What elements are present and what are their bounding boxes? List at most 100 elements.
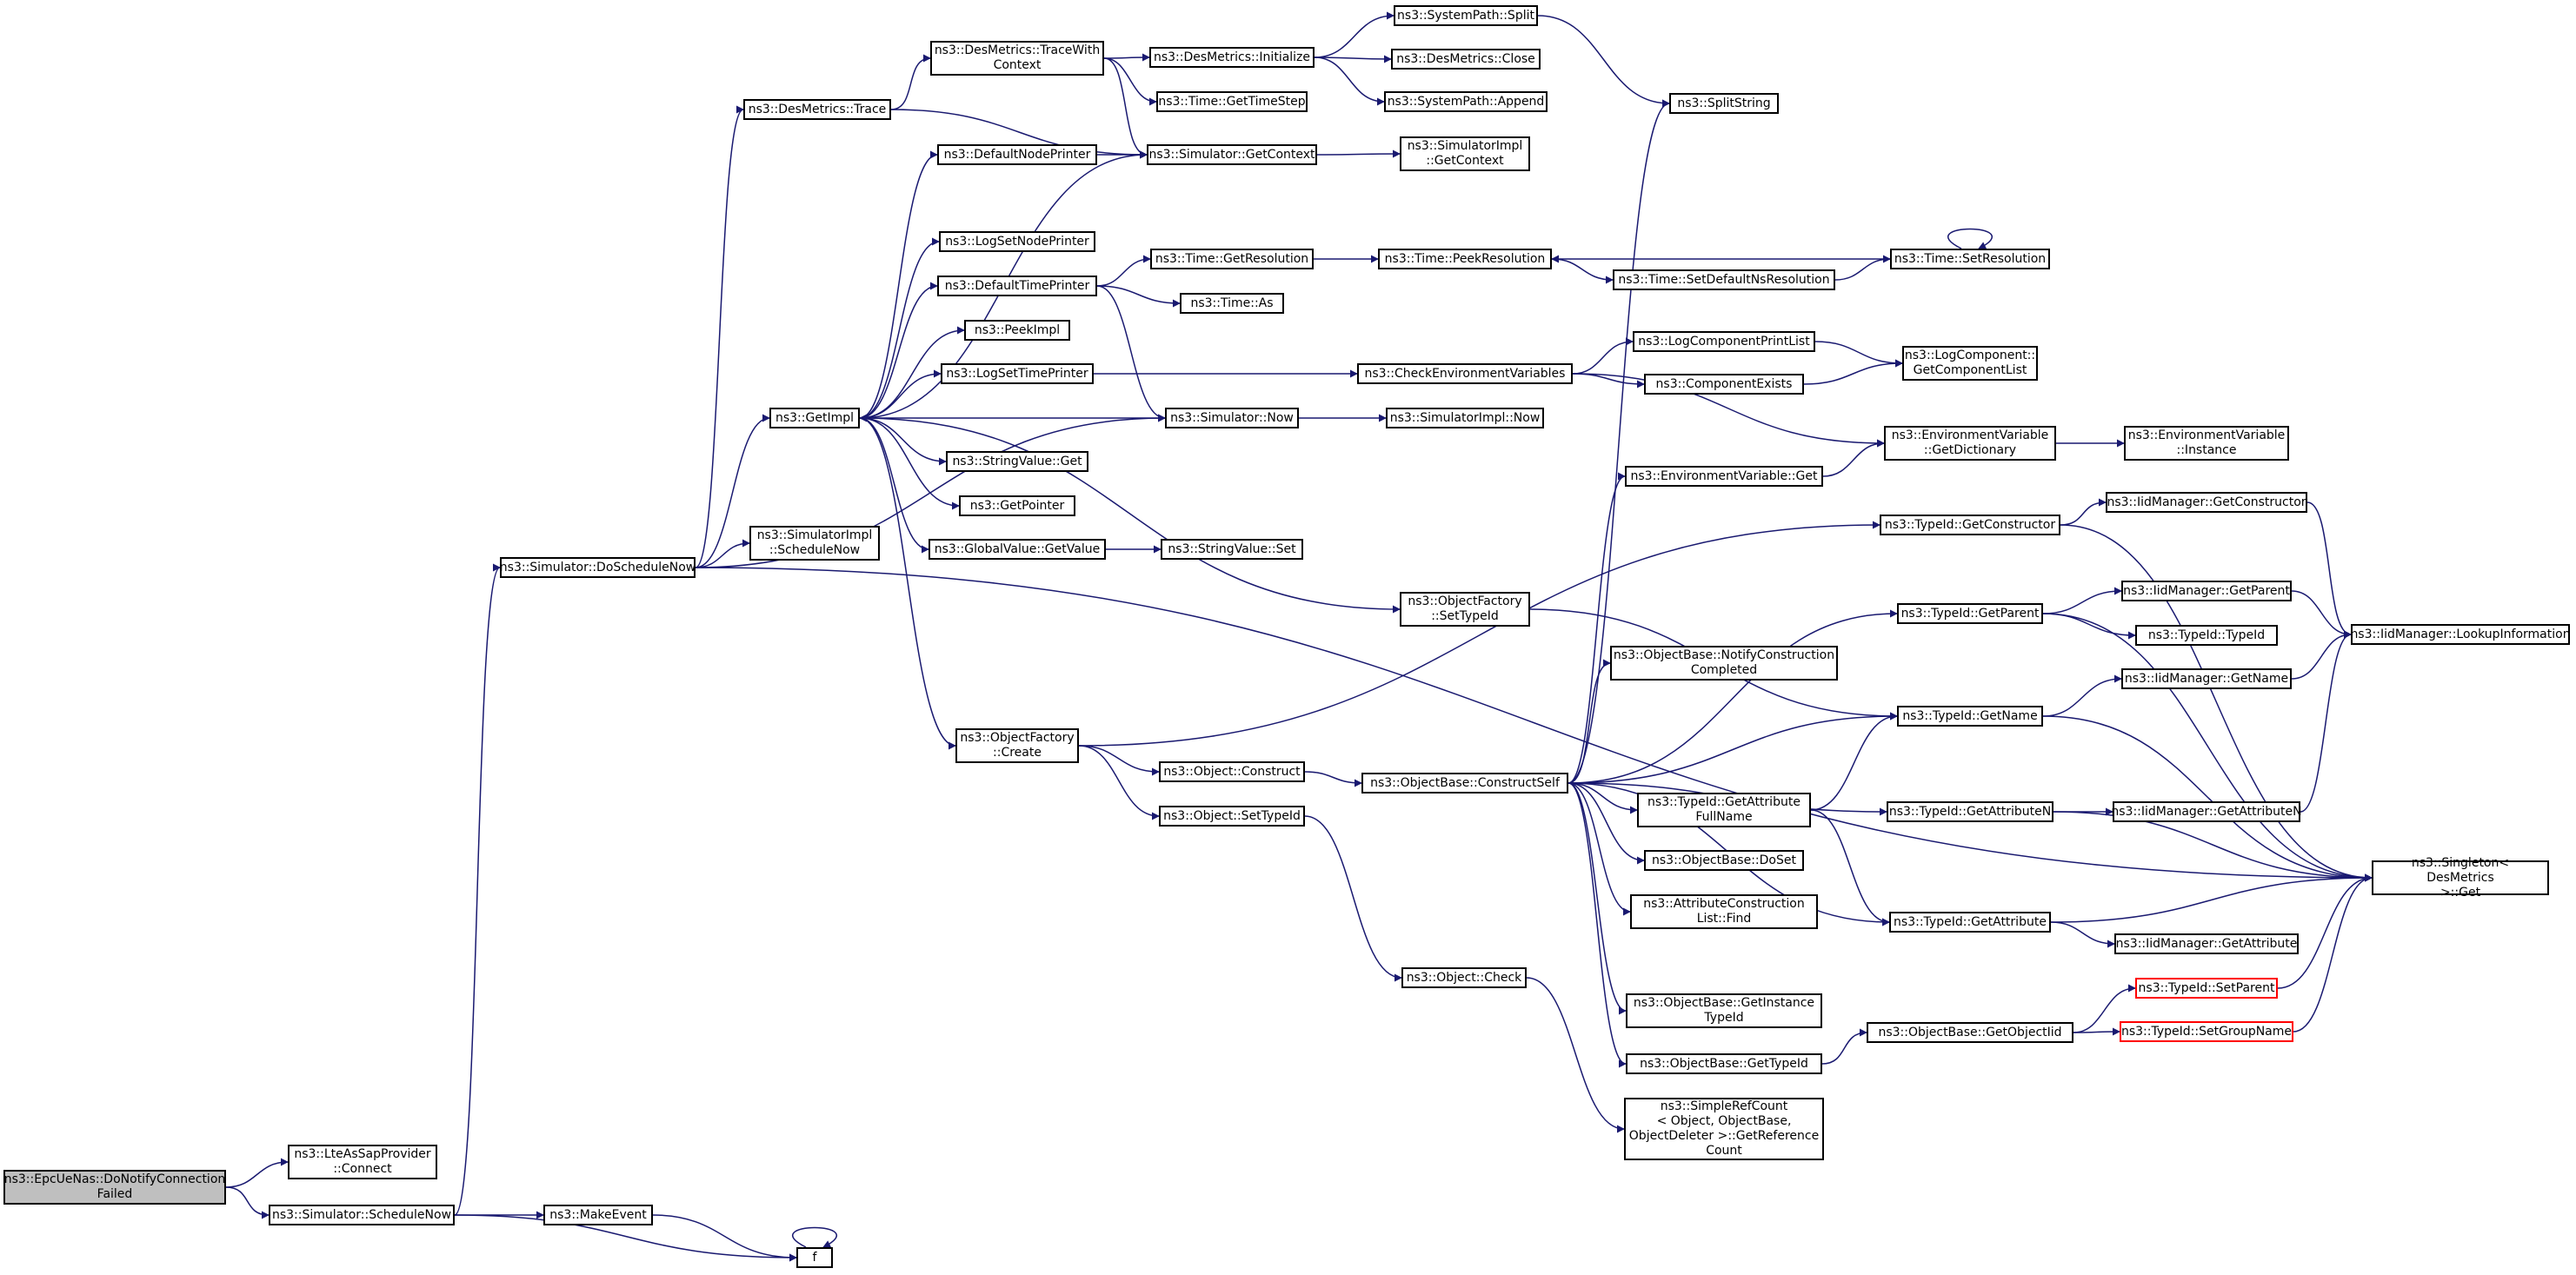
node-globalvalue-getvalue[interactable]: ns3::GlobalValue::GetValue <box>929 539 1106 560</box>
node-typeid-getparent[interactable]: ns3::TypeId::GetParent <box>1897 603 2043 624</box>
edge-typeid-getparent-to-iidmanager-getparent <box>2042 587 2122 614</box>
node-attributeconstructionlist-find[interactable]: ns3::AttributeConstruction List::Find <box>1630 894 1818 929</box>
node-objectbase-doset[interactable]: ns3::ObjectBase::DoSet <box>1644 850 1804 871</box>
edge-objectbase-getobjectiid-to-typeid-setparent <box>2073 984 2136 1033</box>
node-objectbase-getobjectiid[interactable]: ns3::ObjectBase::GetObjectIid <box>1867 1022 2073 1043</box>
node-checkenvironmentvariables[interactable]: ns3::CheckEnvironmentVariables <box>1357 363 1573 384</box>
edge-typeid-getname-to-iidmanager-getname <box>2042 674 2122 717</box>
node-lteassapprovider-connect[interactable]: ns3::LteAsSapProvider ::Connect <box>288 1145 437 1179</box>
node-componentexists[interactable]: ns3::ComponentExists <box>1644 374 1804 395</box>
edge-simulator-doschedulenow-to-singleton-desmetrics-get <box>695 567 2373 882</box>
node-iidmanager-getname[interactable]: ns3::IidManager::GetName <box>2121 668 2292 689</box>
node-stringvalue-get[interactable]: ns3::StringValue::Get <box>946 451 1088 472</box>
node-defaulttimeprinter[interactable]: ns3::DefaultTimePrinter <box>937 276 1097 296</box>
node-object-settypeid[interactable]: ns3::Object::SetTypeId <box>1159 806 1305 827</box>
node-makeevent[interactable]: ns3::MakeEvent <box>543 1205 653 1225</box>
edge-getimpl-to-defaulttimeprinter <box>859 282 938 419</box>
node-desmetrics-initialize[interactable]: ns3::DesMetrics::Initialize <box>1149 47 1315 68</box>
edge-time-peekresolution-to-time-setdefaultnsresolution <box>1551 258 1614 284</box>
edge-typeid-getname-to-singleton-desmetrics-get <box>2042 715 2373 882</box>
node-typeid-typeid[interactable]: ns3::TypeId::TypeId <box>2135 625 2278 646</box>
node-objectfactory-create[interactable]: ns3::ObjectFactory ::Create <box>955 728 1079 763</box>
node-stringvalue-set[interactable]: ns3::StringValue::Set <box>1161 539 1303 560</box>
node-typeid-getattributen[interactable]: ns3::TypeId::GetAttributeN <box>1887 801 2053 822</box>
node-time-getresolution[interactable]: ns3::Time::GetResolution <box>1150 249 1314 269</box>
edge-objectbase-constructself-to-attributeconstructionlist-find <box>1568 782 1631 916</box>
node-typeid-getattributefullname[interactable]: ns3::TypeId::GetAttribute FullName <box>1637 793 1811 827</box>
node-iidmanager-getattributen[interactable]: ns3::IidManager::GetAttributeN <box>2111 801 2302 822</box>
node-epcuenas-donotifyconnectionfailed[interactable]: ns3::EpcUeNas::DoNotifyConnection Failed <box>3 1170 226 1205</box>
node-systempath-append[interactable]: ns3::SystemPath::Append <box>1384 91 1548 112</box>
node-getimpl[interactable]: ns3::GetImpl <box>769 408 860 428</box>
node-logsettimeprinter[interactable]: ns3::LogSetTimePrinter <box>941 363 1094 384</box>
edge-f-self <box>791 1226 838 1248</box>
node-desmetrics-trace[interactable]: ns3::DesMetrics::Trace <box>743 99 891 120</box>
edge-iidmanager-getconstructor-to-iidmanager-lookupinformation <box>2306 501 2352 639</box>
node-iidmanager-lookupinformation[interactable]: ns3::IidManager::LookupInformation <box>2350 624 2571 645</box>
edge-object-check-to-simplerefcount-getreferencecount <box>1526 977 1625 1133</box>
node-time-gettimestep[interactable]: ns3::Time::GetTimeStep <box>1156 91 1308 112</box>
node-objectbase-gettypeid[interactable]: ns3::ObjectBase::GetTypeId <box>1626 1053 1822 1074</box>
edge-iidmanager-getname-to-iidmanager-lookupinformation <box>2291 630 2352 680</box>
edge-environmentvariable-get-to-environmentvariable-getdictionary <box>1822 439 1885 477</box>
node-typeid-getname[interactable]: ns3::TypeId::GetName <box>1897 706 2043 727</box>
node-logcomponent-getcomponentlist[interactable]: ns3::LogComponent:: GetComponentList <box>1902 346 2038 381</box>
node-simplerefcount-getreferencecount[interactable]: ns3::SimpleRefCount < Object, ObjectBase… <box>1624 1098 1824 1160</box>
node-objectbase-notifyconstructioncompleted[interactable]: ns3::ObjectBase::NotifyConstruction Comp… <box>1610 646 1838 681</box>
edge-desmetrics-initialize-to-desmetrics-close <box>1314 55 1392 63</box>
edge-defaulttimeprinter-to-simulator-now <box>1096 285 1166 422</box>
node-typeid-setparent[interactable]: ns3::TypeId::SetParent <box>2135 978 2278 999</box>
edge-simulator-schedulenow-to-f <box>454 1214 797 1262</box>
node-peekimpl[interactable]: ns3::PeekImpl <box>964 320 1070 341</box>
node-object-construct[interactable]: ns3::Object::Construct <box>1159 761 1305 782</box>
node-object-check[interactable]: ns3::Object::Check <box>1401 967 1527 988</box>
node-objectfactory-settypeid[interactable]: ns3::ObjectFactory ::SetTypeId <box>1400 592 1530 627</box>
node-environmentvariable-get[interactable]: ns3::EnvironmentVariable::Get <box>1625 466 1823 487</box>
node-objectbase-getinstancetypeid[interactable]: ns3::ObjectBase::GetInstance TypeId <box>1626 993 1822 1028</box>
node-desmetrics-tracewithcontext[interactable]: ns3::DesMetrics::TraceWith Context <box>930 41 1104 76</box>
node-time-peekresolution[interactable]: ns3::Time::PeekResolution <box>1378 249 1552 269</box>
node-time-setdefaultnsresolution[interactable]: ns3::Time::SetDefaultNsResolution <box>1613 269 1835 290</box>
edge-objectbase-constructself-to-typeid-getattributefullname <box>1568 782 1638 814</box>
edge-typeid-getparent-to-singleton-desmetrics-get <box>2042 613 2373 882</box>
node-logcomponentprintlist[interactable]: ns3::LogComponentPrintList <box>1633 331 1815 352</box>
node-simulator-now[interactable]: ns3::Simulator::Now <box>1165 408 1299 428</box>
edge-time-setresolution-self <box>1947 228 1994 249</box>
edge-desmetrics-initialize-to-systempath-append <box>1314 56 1385 106</box>
node-singleton-desmetrics-get[interactable]: ns3::Singleton< DesMetrics >::Get <box>2372 856 2549 900</box>
edge-objectbase-constructself-to-objectbase-doset <box>1568 782 1645 865</box>
node-splitstring[interactable]: ns3::SplitString <box>1669 93 1779 114</box>
edge-root-to-simulator-schedulenow <box>225 1186 270 1219</box>
node-logsetnodeprinter[interactable]: ns3::LogSetNodePrinter <box>939 231 1095 252</box>
node-simulatorimpl-getcontext[interactable]: ns3::SimulatorImpl ::GetContext <box>1400 136 1530 171</box>
node-iidmanager-getattribute[interactable]: ns3::IidManager::GetAttribute <box>2114 933 2299 954</box>
edge-logcomponentprintlist-to-logcomponent-getcomponentlist <box>1814 341 1903 368</box>
edge-checkenvironmentvariables-to-environmentvariable-getdictionary <box>1572 373 1885 448</box>
edge-objectbase-constructself-to-objectbase-getinstancetypeid <box>1568 782 1627 1015</box>
node-getpointer[interactable]: ns3::GetPointer <box>959 495 1075 516</box>
node-desmetrics-close[interactable]: ns3::DesMetrics::Close <box>1391 49 1541 70</box>
edge-iidmanager-getparent-to-iidmanager-lookupinformation <box>2291 590 2352 639</box>
node-iidmanager-getparent[interactable]: ns3::IidManager::GetParent <box>2121 581 2292 601</box>
node-simulator-schedulenow[interactable]: ns3::Simulator::ScheduleNow <box>269 1205 455 1225</box>
node-iidmanager-getconstructor[interactable]: ns3::IidManager::GetConstructor <box>2106 492 2307 513</box>
edge-desmetrics-trace-to-desmetrics-tracewithcontext <box>890 54 931 110</box>
node-systempath-split[interactable]: ns3::SystemPath::Split <box>1394 5 1538 26</box>
node-environmentvariable-instance[interactable]: ns3::EnvironmentVariable ::Instance <box>2124 426 2289 461</box>
node-time-as[interactable]: ns3::Time::As <box>1180 293 1284 314</box>
node-typeid-getconstructor[interactable]: ns3::TypeId::GetConstructor <box>1880 515 2060 535</box>
node-objectbase-constructself[interactable]: ns3::ObjectBase::ConstructSelf <box>1361 773 1568 794</box>
node-simulator-getcontext[interactable]: ns3::Simulator::GetContext <box>1147 144 1317 165</box>
node-typeid-getattribute[interactable]: ns3::TypeId::GetAttribute <box>1889 912 2051 933</box>
node-environmentvariable-getdictionary[interactable]: ns3::EnvironmentVariable ::GetDictionary <box>1884 426 2056 461</box>
node-simulatorimpl-schedulenow[interactable]: ns3::SimulatorImpl ::ScheduleNow <box>749 526 880 561</box>
node-time-setresolution[interactable]: ns3::Time::SetResolution <box>1890 249 2050 269</box>
node-simulatorimpl-now[interactable]: ns3::SimulatorImpl::Now <box>1386 408 1544 428</box>
node-typeid-setgroupname[interactable]: ns3::TypeId::SetGroupName <box>2120 1021 2293 1042</box>
edge-simulator-doschedulenow-to-desmetrics-trace <box>695 105 744 568</box>
node-f[interactable]: f <box>796 1247 833 1268</box>
node-defaultnodeprinter[interactable]: ns3::DefaultNodePrinter <box>937 144 1097 165</box>
node-simulator-doschedulenow[interactable]: ns3::Simulator::DoScheduleNow <box>500 557 696 578</box>
